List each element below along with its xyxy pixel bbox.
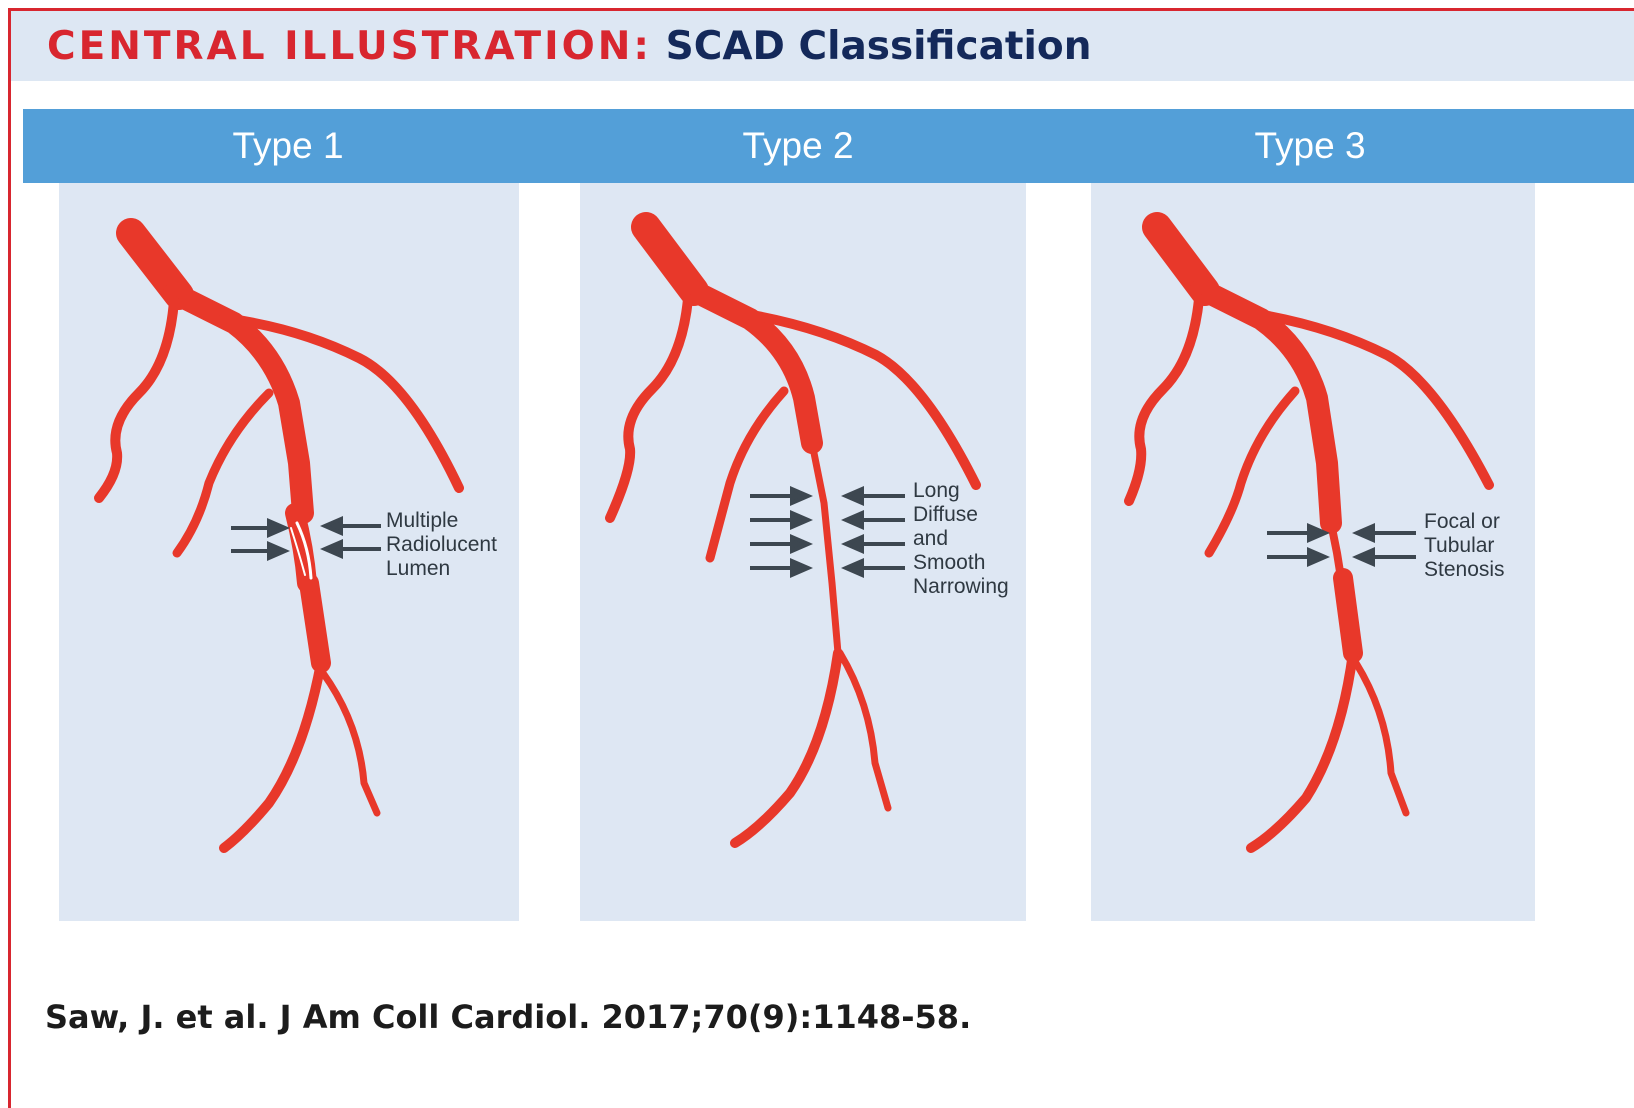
citation: Saw, J. et al. J Am Coll Cardiol. 2017;7…	[45, 998, 971, 1036]
type-3-panel: Focal or Tubular Stenosis	[1091, 183, 1535, 921]
type-1-annotation: Multiple Radiolucent Lumen	[386, 509, 497, 581]
type-2-label: Type 2	[598, 109, 998, 183]
type-2-panel: Long Diffuse and Smooth Narrowing	[580, 183, 1026, 921]
type-2-annotation: Long Diffuse and Smooth Narrowing	[913, 479, 1009, 599]
type-1-panel: Multiple Radiolucent Lumen	[59, 183, 519, 921]
title-main: SCAD Classification	[666, 24, 1092, 69]
type-header-bar: Type 1 Type 2 Type 3	[23, 109, 1634, 183]
type-3-label: Type 3	[1110, 109, 1510, 183]
page-title: CENTRAL ILLUSTRATION: SCAD Classificatio…	[47, 25, 1091, 69]
title-bar: CENTRAL ILLUSTRATION: SCAD Classificatio…	[11, 11, 1634, 81]
type-3-annotation: Focal or Tubular Stenosis	[1424, 510, 1505, 582]
type-1-label: Type 1	[88, 109, 488, 183]
title-prefix: CENTRAL ILLUSTRATION:	[47, 24, 652, 69]
